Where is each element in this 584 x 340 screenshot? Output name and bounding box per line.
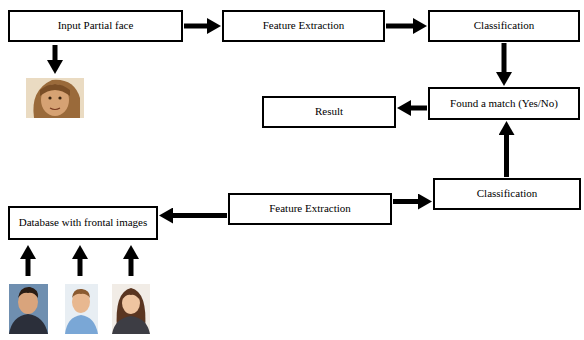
up-arrow [129,255,134,276]
face-photo [9,284,48,334]
flow-arrow [169,213,227,218]
process-box: Found a match (Yes/No) [428,87,580,120]
process-box: Result [262,96,396,128]
process-box: Classification [428,10,580,42]
up-arrow [78,255,83,276]
partial-face-image [26,78,84,118]
box-label: Classification [474,19,535,32]
process-box: Feature Extraction [222,10,385,42]
box-label: Classification [477,187,538,200]
box-label: Found a match (Yes/No) [450,97,558,110]
box-label: Result [315,105,343,118]
face-photo [65,284,98,334]
flow-arrow [393,199,422,204]
box-label: Database with frontal images [19,216,148,229]
up-arrow [26,255,31,276]
flow-arrow [502,43,507,76]
box-label: Feature Extraction [263,19,345,32]
box-label: Feature Extraction [269,202,351,215]
flow-arrow [504,131,509,177]
process-box: Input Partial face [8,10,183,42]
down-arrow [53,45,58,64]
flow-arrow [407,106,427,111]
face-photo [112,284,150,334]
flow-arrow [386,24,417,29]
process-box: Classification [433,178,581,210]
process-box: Feature Extraction [228,193,392,225]
flow-arrow [184,24,211,29]
box-label: Input Partial face [58,19,134,32]
process-box: Database with frontal images [8,206,158,240]
